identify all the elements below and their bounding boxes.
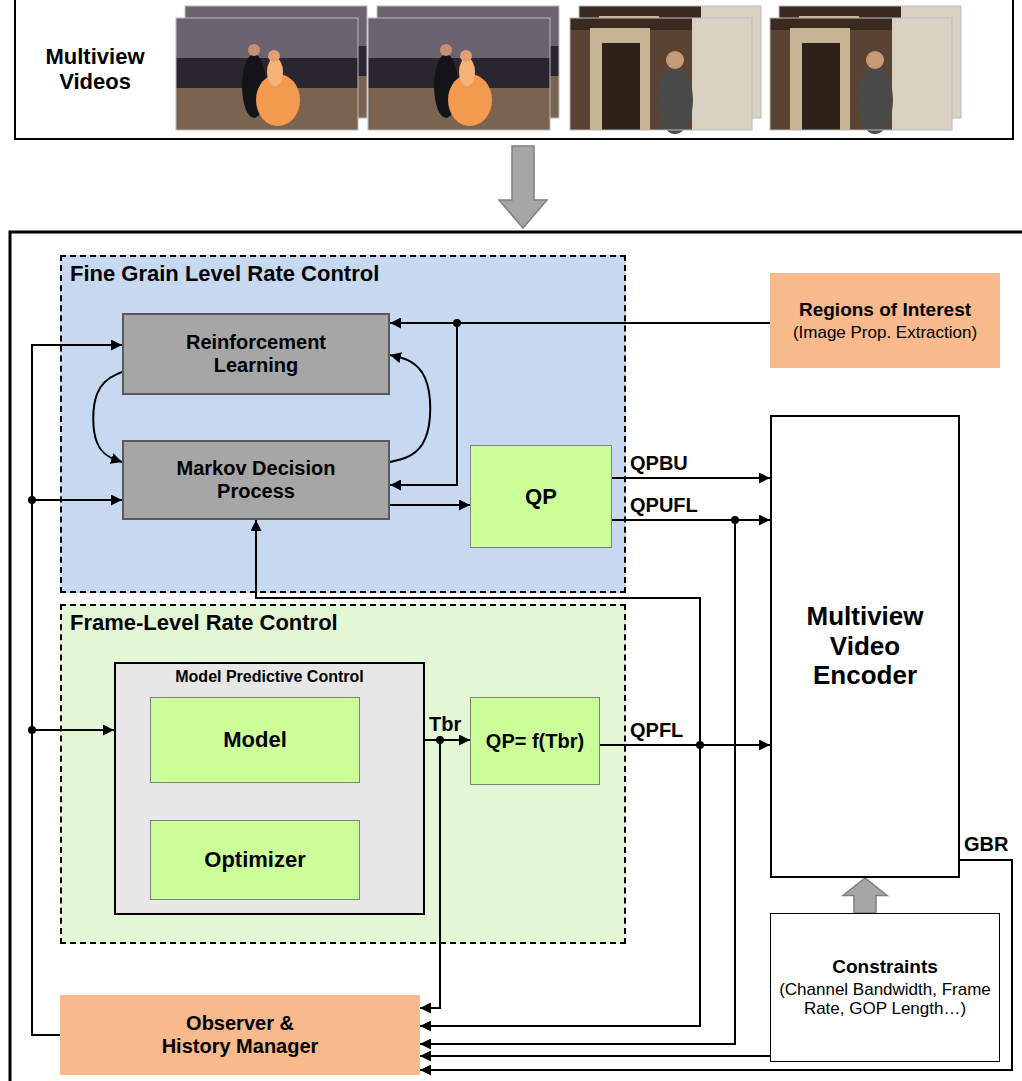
box-title: Multiview Video Encoder (785, 602, 945, 692)
connector-arrow (390, 504, 470, 506)
box-title: Observer & History Manager (155, 1012, 325, 1058)
control-region: Frame-Level Rate ControlModel Predictive… (60, 604, 626, 944)
block-arrow (843, 878, 887, 913)
source-panel: Multiview Videos (14, 0, 1014, 140)
signal-label: GBR (964, 833, 1008, 855)
box-title: Reinforcement Learning (161, 331, 351, 377)
function-box: QP= f(Tbr) (470, 697, 600, 785)
process-box: Optimizer (150, 820, 360, 900)
connector-arrow (420, 1055, 770, 1057)
box-title: Constraints (832, 956, 938, 978)
connector-arrow (32, 345, 122, 1035)
process-box: Reinforcement Learning (122, 313, 390, 395)
frame-edge (770, 18, 952, 130)
box-title: Frame-Level Rate Control (70, 610, 338, 635)
region-fills (60, 255, 626, 944)
box-title: Regions of Interest (799, 299, 971, 321)
video-thumbnails (176, 6, 961, 134)
junction-dot (453, 319, 461, 327)
controller-box: Model Predictive ControlModelOptimizer (114, 662, 425, 915)
frame-edge (368, 18, 550, 130)
video-frame (368, 18, 550, 130)
junction-dot (28, 496, 36, 504)
region-fill (60, 255, 626, 593)
box-title: Markov Decision Process (161, 457, 351, 503)
input-block-arrow (499, 146, 547, 228)
signal-label: Tbr (429, 713, 461, 735)
junction-dot (696, 741, 704, 749)
constraints-box: Constraints(Channel Bandwidth, Frame Rat… (770, 913, 1000, 1062)
connector-arrow (93, 372, 122, 462)
junction-dot (436, 736, 444, 744)
box-title: Optimizer (204, 847, 305, 872)
box-title: QP (525, 484, 557, 509)
box-title: QP= f(Tbr) (486, 730, 584, 753)
system-outline (10, 232, 1022, 1081)
frame-edge (570, 18, 752, 130)
encoder-box: Multiview Video Encoder (770, 415, 960, 878)
connector-arrow (420, 745, 700, 1026)
connectors (32, 323, 1012, 1070)
signal-label: QPUFL (630, 494, 698, 516)
box-body: (Channel Bandwidth, Frame Rate, GOP Leng… (778, 980, 993, 1019)
output-box: QP (470, 445, 612, 548)
connector-arrow (32, 500, 122, 1035)
box-title: Model Predictive Control (175, 668, 363, 686)
connector-arrow (390, 355, 430, 462)
signal-label: QPFL (630, 719, 683, 741)
box-body: (Image Prop. Extraction) (793, 323, 977, 343)
video-frame (570, 18, 752, 134)
box-title: Model (223, 727, 287, 752)
video-frame (176, 18, 358, 130)
connector-arrow (32, 730, 114, 1035)
junction-dot (28, 726, 36, 734)
box-title: Fine Grain Level Rate Control (70, 261, 379, 286)
box-title: Multiview Videos (30, 44, 160, 95)
junction-dot (731, 516, 739, 524)
frame-edge (176, 18, 358, 130)
signal-label: QPBU (630, 452, 688, 474)
region-fill (60, 604, 626, 944)
video-frame (770, 18, 952, 134)
input-box: Regions of Interest(Image Prop. Extracti… (770, 273, 1000, 368)
connector-arrow (420, 860, 1012, 1070)
control-region: Fine Grain Level Rate ControlReinforceme… (60, 255, 626, 593)
process-box: Markov Decision Process (122, 440, 390, 520)
connector-arrow (612, 477, 770, 479)
observer-box: Observer & History Manager (60, 995, 420, 1075)
process-box: Model (150, 697, 360, 783)
